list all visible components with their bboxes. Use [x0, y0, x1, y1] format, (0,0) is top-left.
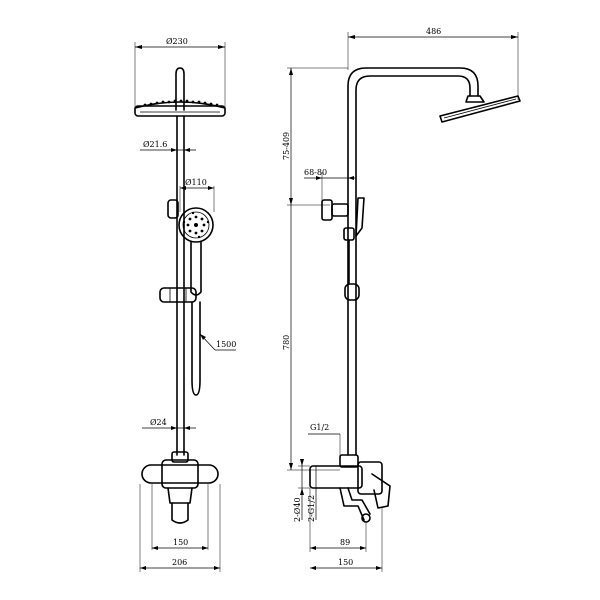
- mixer-depth-label: 150: [338, 558, 353, 567]
- inlet-diameter-label: 2-Ø40: [293, 497, 302, 522]
- front-view: Ø230: [134, 37, 236, 572]
- spout-width-dimension: 150: [151, 484, 209, 550]
- hand-shower-side: [321, 197, 365, 301]
- side-riser-and-arm: [347, 67, 479, 456]
- lower-pipe-diameter-dimension: Ø24: [142, 418, 196, 430]
- spout-width-label: 150: [173, 538, 188, 547]
- diverter-knob: [171, 451, 189, 463]
- arm-reach-dimension: 486: [347, 27, 519, 100]
- lower-pipe-diameter-label: Ø24: [150, 418, 167, 427]
- mixer-depth-dimension: 150: [310, 508, 383, 572]
- shower-hose: [191, 301, 201, 396]
- main-riser-pipe: [176, 115, 185, 456]
- hand-shower-holder-clip: [167, 199, 179, 219]
- nozzle-dots: [143, 99, 219, 107]
- hose-length-leader: 1500: [199, 333, 236, 351]
- pipe-diameter-dimension: Ø21.6: [140, 140, 196, 152]
- mixer-body-side: [309, 454, 391, 523]
- upper-pipe: [175, 67, 185, 111]
- rain-shower-head-side: [439, 95, 521, 123]
- inlet-thread-dimension: G1/2: [308, 423, 341, 458]
- rain-shower-head-front: [134, 99, 226, 117]
- head-diameter-dimension: Ø230: [134, 37, 226, 108]
- spout-projection-dimension: 89: [309, 488, 367, 552]
- hand-shower-diameter-dimension: Ø110: [179, 178, 215, 212]
- column-height-label: 780: [282, 335, 291, 350]
- inlet-diameter-dimensions: 2-Ø40 2-G1/2: [293, 459, 317, 522]
- holder-range-dimension: 68-80: [304, 168, 356, 205]
- overall-width-dimension: 206: [139, 484, 221, 572]
- hand-shower-handle: [190, 241, 202, 296]
- side-view: 486 75-409 68-80: [282, 27, 521, 572]
- hand-shower-diameter-label: Ø110: [185, 178, 207, 187]
- column-height-dimension: 780: [282, 205, 340, 471]
- overall-width-label: 206: [172, 558, 187, 567]
- holder-range-label: 68-80: [304, 168, 327, 177]
- pipe-diameter-label: Ø21.6: [143, 140, 167, 149]
- arm-reach-label: 486: [426, 27, 441, 36]
- hand-shower-head-front: [178, 207, 214, 243]
- head-diameter-label: Ø230: [166, 37, 188, 46]
- mixer-body-front: [141, 459, 219, 524]
- slide-bracket: [159, 287, 197, 303]
- spout-projection-label: 89: [340, 538, 350, 547]
- hose-length-label: 1500: [216, 340, 236, 349]
- head-height-range-label: 75-409: [282, 132, 291, 160]
- head-height-range-dimension: 75-409: [282, 67, 348, 206]
- inlet-thread-label: G1/2: [310, 423, 329, 432]
- inlet-threads-pair-label: 2-G1/2: [307, 495, 316, 522]
